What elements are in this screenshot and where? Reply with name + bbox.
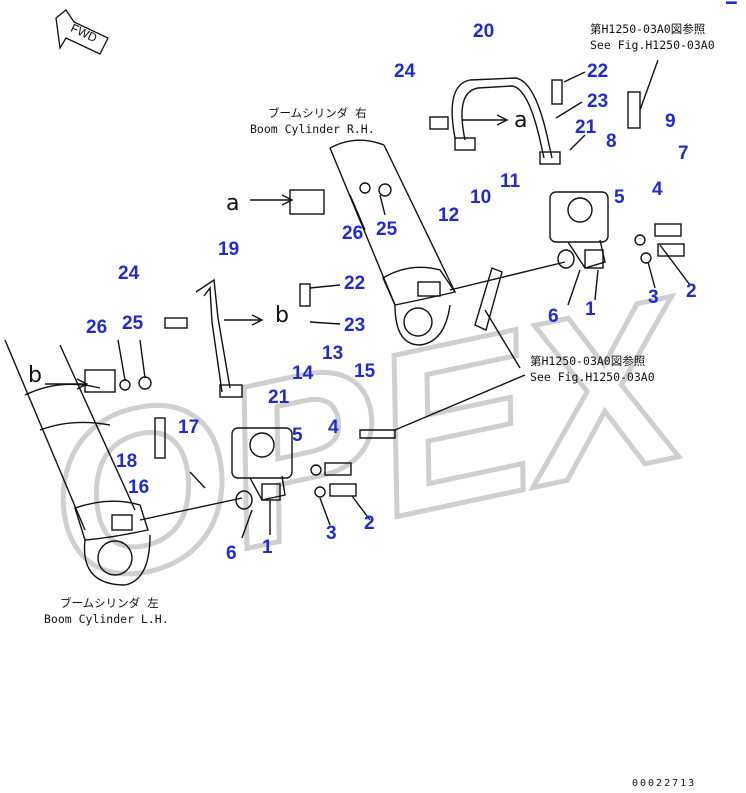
callout-7: 7 xyxy=(678,143,689,164)
callout-12: 12 xyxy=(438,205,460,226)
callout-17: 17 xyxy=(178,417,200,438)
letter-a-left: a xyxy=(226,191,240,216)
washer-6b xyxy=(235,490,253,510)
callout-25: 25 xyxy=(376,219,398,240)
callout-5-left: 5 xyxy=(292,425,303,446)
callout-24: 24 xyxy=(394,61,416,82)
callout-21: 21 xyxy=(575,117,597,138)
washer-3a2 xyxy=(640,252,652,264)
ref-mid-en: See Fig.H1250-03A0 xyxy=(530,370,655,384)
bolt-4a2 xyxy=(657,243,685,257)
boom-lh-en: Boom Cylinder L.H. xyxy=(44,612,169,626)
callout-15: 15 xyxy=(354,361,376,382)
hose-15 xyxy=(359,429,396,439)
washer-6a xyxy=(557,249,575,269)
bolt-4b xyxy=(324,462,352,476)
callout-26: 26 xyxy=(342,223,364,244)
bolt-17 xyxy=(154,417,166,459)
ref-top-jp: 第H1250-03A0図参照 xyxy=(590,22,706,36)
callout-3-left: 3 xyxy=(326,523,337,544)
callout-13: 13 xyxy=(322,343,344,364)
washer-3a xyxy=(634,234,646,246)
callout-20: 20 xyxy=(473,21,495,42)
bracket-b xyxy=(84,369,116,393)
pipe-20 xyxy=(451,77,561,165)
callout-24-left: 24 xyxy=(118,263,140,284)
callout-21-left: 21 xyxy=(268,387,290,408)
letter-a-right: a xyxy=(514,108,528,133)
callout-6: 6 xyxy=(548,306,559,327)
letter-b-right: b xyxy=(275,303,289,328)
corner-mark: ▬▬ xyxy=(726,0,737,8)
bracket-a xyxy=(289,189,325,215)
callout-22-left: 22 xyxy=(344,273,366,294)
bolt-9 xyxy=(627,91,641,129)
ref-top-en: See Fig.H1250-03A0 xyxy=(590,38,715,52)
callout-4-left: 4 xyxy=(328,417,339,438)
bolt-22a xyxy=(551,79,563,105)
callout-23-left: 23 xyxy=(344,315,366,336)
callout-2-left: 2 xyxy=(364,513,375,534)
callout-10: 10 xyxy=(470,187,492,208)
fwd-arrow-badge xyxy=(52,8,112,58)
valve-upper xyxy=(549,191,609,269)
pipe-19 xyxy=(195,278,243,398)
drawing-code: 00022713 xyxy=(632,778,697,789)
callout-1: 1 xyxy=(585,299,596,320)
callout-11: 11 xyxy=(500,171,521,192)
callout-25-left: 25 xyxy=(122,313,144,334)
boom-rh-jp: ブームシリンダ 右 xyxy=(268,106,367,120)
callout-26-left: 26 xyxy=(86,317,108,338)
callout-19: 19 xyxy=(218,239,240,260)
washer-25a xyxy=(378,183,392,197)
callout-18: 18 xyxy=(116,451,138,472)
boom-rh-en: Boom Cylinder R.H. xyxy=(250,122,375,136)
callout-3: 3 xyxy=(648,287,659,308)
callout-22: 22 xyxy=(587,61,609,82)
callout-23: 23 xyxy=(587,91,609,112)
callout-16: 16 xyxy=(128,477,150,498)
bolt-24a xyxy=(429,116,449,130)
callout-8: 8 xyxy=(606,131,617,152)
boom-cylinder-rh xyxy=(329,139,566,346)
valve-lower xyxy=(231,427,293,501)
callout-9: 9 xyxy=(665,111,676,132)
callout-4: 4 xyxy=(652,179,663,200)
boom-lh-jp: ブームシリンダ 左 xyxy=(60,596,159,610)
watermark: OPEX xyxy=(25,248,715,635)
washer-3b2 xyxy=(314,486,326,498)
ref-mid-jp: 第H1250-03A0図参照 xyxy=(530,354,646,368)
fwd-arrow-icon xyxy=(55,9,109,55)
callout-5: 5 xyxy=(614,187,625,208)
bolt-24b xyxy=(164,317,188,329)
bolt-4a xyxy=(654,223,682,237)
bolt-22b xyxy=(299,283,311,307)
callout-14: 14 xyxy=(292,363,314,384)
hose-12 xyxy=(474,267,503,331)
washer-3b xyxy=(310,464,322,476)
washer-26a xyxy=(359,182,371,194)
boom-cylinder-lh xyxy=(4,339,243,586)
letter-b-left: b xyxy=(28,363,42,388)
callout-2: 2 xyxy=(686,281,697,302)
bolt-2b xyxy=(329,483,357,497)
callout-6-left: 6 xyxy=(226,543,237,564)
callout-1-left: 1 xyxy=(262,537,273,558)
